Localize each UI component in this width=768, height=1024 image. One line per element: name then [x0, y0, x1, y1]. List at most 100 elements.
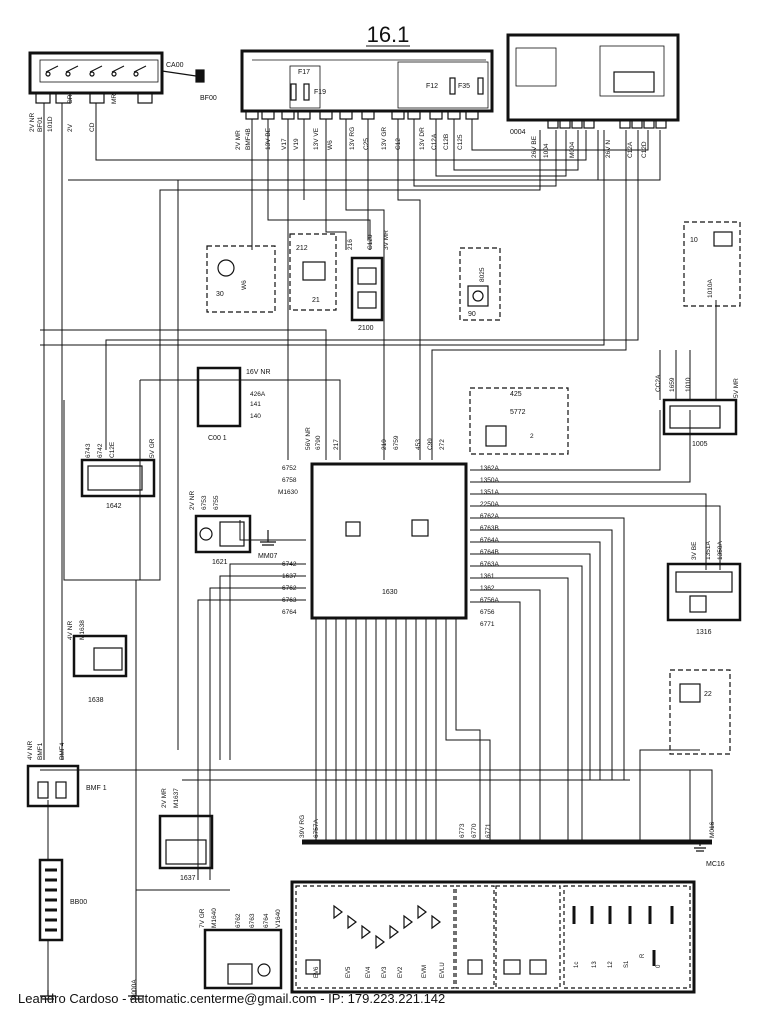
wire-label: 1004	[543, 143, 550, 158]
module-0004: 0004	[506, 33, 680, 136]
wire-label: 6755	[213, 495, 220, 510]
wire-label: C12B	[443, 134, 450, 150]
wire-label: CD	[89, 122, 96, 132]
svg-text:1642: 1642	[106, 503, 122, 510]
wire-label: 5V GR	[149, 438, 156, 458]
svg-text:212: 212	[296, 245, 308, 252]
wire-label: 6756	[480, 609, 495, 616]
module-1638: 1638	[72, 634, 128, 704]
battery-bb00: BB00	[38, 858, 87, 942]
wire-label: C25	[363, 138, 370, 150]
svg-text:MC16: MC16	[706, 861, 725, 868]
wire-label: 6757A	[313, 819, 320, 838]
wire-label: V19	[293, 138, 300, 150]
wire-label: 2250A	[480, 501, 499, 508]
wire-label: V17	[281, 138, 288, 150]
svg-text:BB00: BB00	[70, 899, 87, 906]
wire-label: 6771	[485, 823, 492, 838]
sensor-200: 22	[669, 669, 731, 755]
svg-text:MM07: MM07	[258, 553, 278, 560]
wire-label: BF01	[37, 116, 44, 132]
svg-text:BMF 1: BMF 1	[86, 785, 107, 792]
wire-label: CC2A	[655, 374, 662, 392]
svg-text:EVLU: EVLU	[440, 962, 446, 978]
module-1316: 1316	[666, 562, 742, 636]
svg-text:EV4: EV4	[366, 966, 372, 978]
wire-label: 13V GR	[381, 127, 388, 150]
wire-harness	[40, 103, 721, 990]
svg-text:1005: 1005	[692, 441, 708, 448]
wire-label: BMF4B	[245, 128, 252, 150]
wire-label: M1638	[79, 620, 86, 640]
wire-label: 1010	[685, 377, 692, 392]
wire-label: 141	[250, 401, 261, 408]
module-1010a: 10	[683, 221, 741, 307]
svg-text:R: R	[640, 953, 646, 958]
wire-label: 1351A	[480, 489, 499, 496]
connector-ca00: CA00 BF00	[28, 51, 217, 104]
svg-text:13: 13	[592, 961, 598, 968]
module-425: 425 5772	[469, 387, 569, 455]
valve-labels: EV6 EV5 EV4 EV3 EV2 EVM EVLU	[314, 962, 446, 978]
wire-label: 4V NR	[27, 741, 34, 760]
wire-label: 1350A	[717, 541, 724, 560]
relay-1642: 1642	[80, 458, 156, 510]
svg-text:1638: 1638	[88, 697, 104, 704]
fuse-box-top: F17 F19 F12 F35	[240, 49, 494, 120]
wire-label: 8025	[479, 267, 486, 282]
wire-label: 216	[347, 239, 354, 250]
wire-label: 219	[381, 439, 388, 450]
wire-label: 26V BE	[531, 135, 538, 158]
wire-label: V1640	[275, 909, 282, 928]
svg-text:0: 0	[656, 964, 662, 968]
footer-credit: Leandro Cardoso - automatic.centerme@gma…	[18, 991, 446, 1006]
wire-label: M016	[709, 821, 716, 838]
wire-label: 39V RG	[299, 815, 306, 838]
ground-mm07: MM07	[258, 530, 278, 560]
sensor-8025: 90	[459, 247, 501, 321]
wire-label: 4V NR	[67, 621, 74, 640]
module-1640	[203, 928, 283, 990]
wire-label: 13V RG	[349, 127, 356, 150]
wire-label: W6	[241, 280, 248, 290]
wire-label: 7V GR	[199, 908, 206, 928]
wire-label: 1362A	[480, 465, 499, 472]
sensor-21: 212 21	[289, 233, 337, 311]
wire-label: W6	[327, 140, 334, 150]
wire-label: 26V N	[605, 140, 612, 158]
module-c0001: C00 1 16V NR	[196, 366, 271, 442]
wire-label: 6756A	[480, 597, 499, 604]
wire-label: 453	[415, 439, 422, 450]
wire-label: 6764A	[480, 537, 499, 544]
wire-label: 6762	[235, 913, 242, 928]
wire-label: M004	[569, 141, 576, 158]
wire-label: 13V VE	[313, 127, 320, 150]
wire-label: 101D	[47, 116, 54, 132]
wire-label: BMF1	[37, 742, 44, 760]
wire-label: 6763	[249, 913, 256, 928]
wire-label: 6759	[393, 435, 400, 450]
sensor-1621: 1621	[194, 514, 252, 566]
wire-label: 56V NR	[305, 427, 312, 450]
wire-label: 1350A	[480, 477, 499, 484]
svg-text:EVM: EVM	[422, 965, 428, 978]
svg-text:1316: 1316	[696, 629, 712, 636]
wire-label: 13V DR	[419, 127, 426, 150]
wire-label: 6762	[282, 585, 297, 592]
wire-label: 6742	[282, 561, 297, 568]
svg-text:1c: 1c	[574, 962, 580, 968]
wire-label: C99	[427, 438, 434, 450]
svg-text:22: 22	[704, 691, 712, 698]
wire-label: 2V MR	[161, 788, 168, 808]
wire-label: 6770	[471, 823, 478, 838]
wire-label: 6763B	[480, 525, 499, 532]
svg-text:C00 1: C00 1	[208, 435, 227, 442]
wire-label: 5V MR	[733, 378, 740, 398]
wire-label: C12E	[109, 441, 116, 458]
svg-text:1630: 1630	[382, 589, 398, 596]
switch-labels: 1c 13 12 S1 0 R	[574, 953, 662, 968]
relay-1005: 1005	[662, 398, 738, 448]
wire-label: C12D	[641, 141, 648, 158]
svg-text:EV6: EV6	[314, 966, 320, 978]
